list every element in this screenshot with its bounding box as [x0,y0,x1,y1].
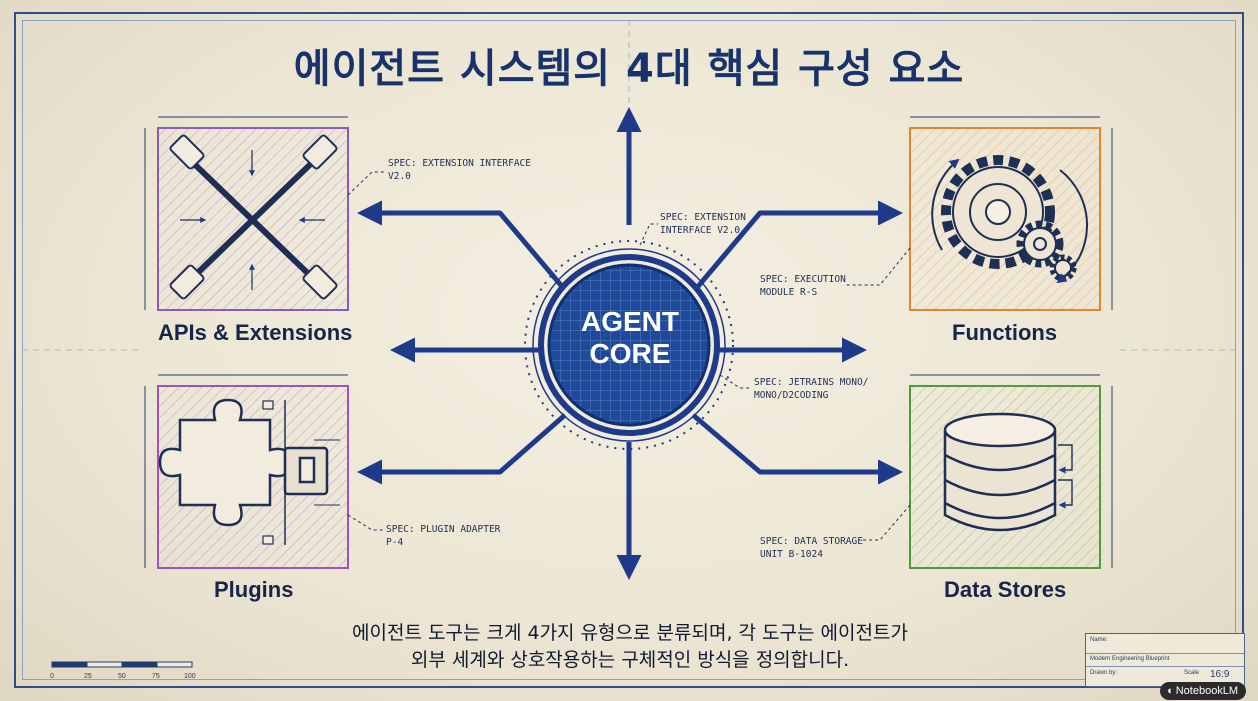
scale-bar [51,661,193,668]
footer-line-2: 외부 세계와 상호작용하는 구체적인 방식을 정의합니다. [410,649,850,671]
spec-data-stores: SPEC: DATA STORAGE UNIT B-1024 [760,536,863,560]
title-block-name: Name: [1090,637,1108,643]
scale-tick-100: 100 [184,673,196,680]
notebooklm-icon: ◖ [1166,685,1173,697]
functions-label: Functions [952,320,1058,345]
title-block-project: Modern Engineering Blueprint [1090,656,1170,662]
outer-frame [14,12,1244,688]
page-title: 에이전트 시스템의 4대 핵심 구성 요소 [293,46,965,92]
title-block-ratio: 16:9 [1210,669,1230,680]
connector-arrows [357,107,903,580]
agent-core-line-2: CORE [589,338,671,369]
title-block-drawn: Drawn by: [1090,670,1118,676]
footer-description: 에이전트 도구는 크게 4가지 유형으로 분류되며, 각 도구는 에이전트가 외… [240,620,1020,674]
spec-plugins: SPEC: PLUGIN ADAPTER P-4 [386,524,501,548]
title-block: Name: Modern Engineering Blueprint Drawn… [1085,633,1245,687]
spec-core-right: SPEC: JETRAINS MONO/ MONO/D2CODING [754,377,869,401]
scale-tick-75: 75 [152,673,160,680]
scale-tick-50: 50 [118,673,126,680]
footer-line-1: 에이전트 도구는 크게 4가지 유형으로 분류되며, 각 도구는 에이전트가 [352,622,908,644]
agent-core-circle [524,240,734,450]
title-block-scale: Scale [1184,670,1200,676]
gears-icon [931,155,1088,284]
agent-core-label: AGENT CORE [570,306,690,370]
data-stores-label: Data Stores [944,577,1067,602]
spec-apis: SPEC: EXTENSION INTERFACE V2.0 [388,158,531,182]
agent-core-line-1: AGENT [581,306,679,337]
scale-tick-0: 0 [50,673,54,680]
spec-functions: SPEC: EXECUTION MODULE R-S [760,274,846,298]
database-icon [943,412,1073,532]
notebooklm-badge: ◖ NotebookLM [1160,682,1247,700]
scale-tick-25: 25 [84,673,92,680]
spec-core-top: SPEC: EXTENSION INTERFACE V2.0 [660,212,746,236]
apis-extensions-label: APIs & Extensions [158,320,353,345]
notebooklm-label: NotebookLM [1175,685,1239,697]
ethernet-cables-icon [169,134,338,300]
plugins-label: Plugins [214,577,294,602]
puzzle-piece-icon [158,398,340,545]
spec-leaders [347,171,911,541]
guide-lines [22,20,1236,351]
